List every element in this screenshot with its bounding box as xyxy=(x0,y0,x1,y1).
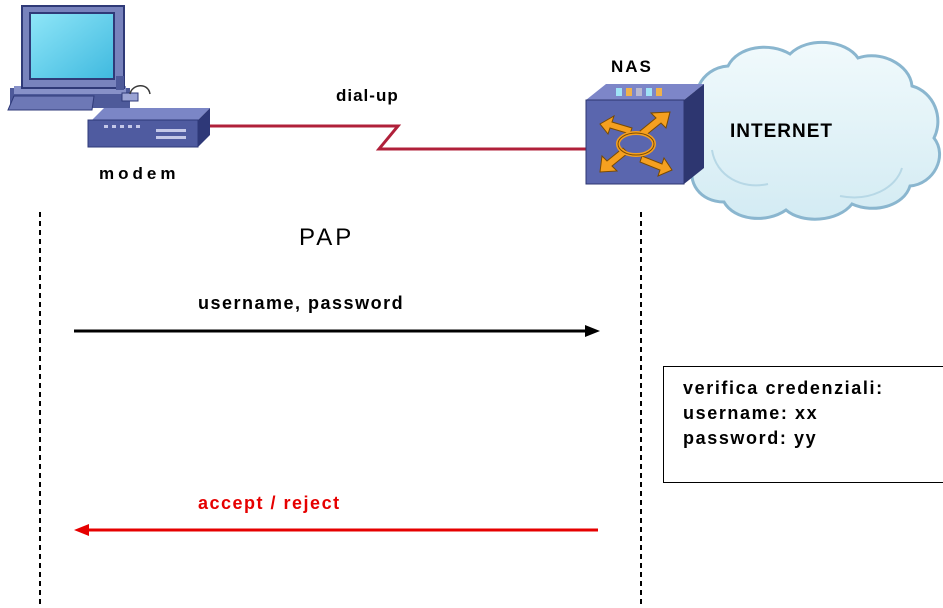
request-arrow xyxy=(74,325,600,337)
computer-icon xyxy=(7,5,151,111)
internet-cloud-icon xyxy=(684,40,941,221)
dialup-label: dial-up xyxy=(336,86,399,105)
verification-password: password: yy xyxy=(683,428,818,448)
nas-router-icon xyxy=(585,84,704,185)
protocol-title: PAP xyxy=(299,224,355,251)
reply-arrow xyxy=(74,524,598,536)
verification-title: verifica credenziali: xyxy=(683,378,884,398)
verification-box: verifica credenziali: username: xx passw… xyxy=(663,366,943,483)
modem-icon xyxy=(87,108,210,148)
verification-username: username: xx xyxy=(683,403,819,423)
nas-label: NAS xyxy=(611,57,653,76)
dialup-line xyxy=(210,124,590,151)
internet-label: INTERNET xyxy=(730,121,833,142)
request-message-label: username, password xyxy=(198,293,405,313)
reply-message-label: accept / reject xyxy=(198,493,341,513)
modem-label: modem xyxy=(99,164,180,183)
